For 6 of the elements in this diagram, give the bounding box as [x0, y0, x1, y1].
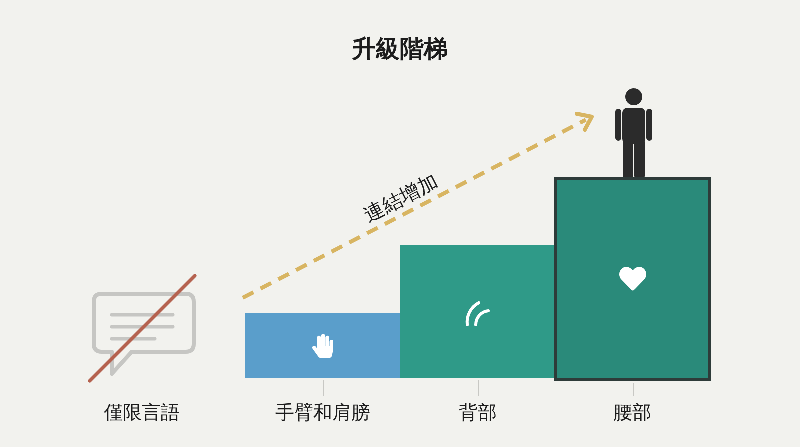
arrow-label: 連結增加 [360, 169, 442, 227]
step-label: 腰部 [614, 401, 652, 425]
title: 升級階梯 [352, 34, 448, 64]
category-label: 僅限言語 [104, 401, 180, 425]
step-label: 手臂和肩膀 [276, 401, 370, 425]
step-label: 背部 [459, 401, 497, 425]
